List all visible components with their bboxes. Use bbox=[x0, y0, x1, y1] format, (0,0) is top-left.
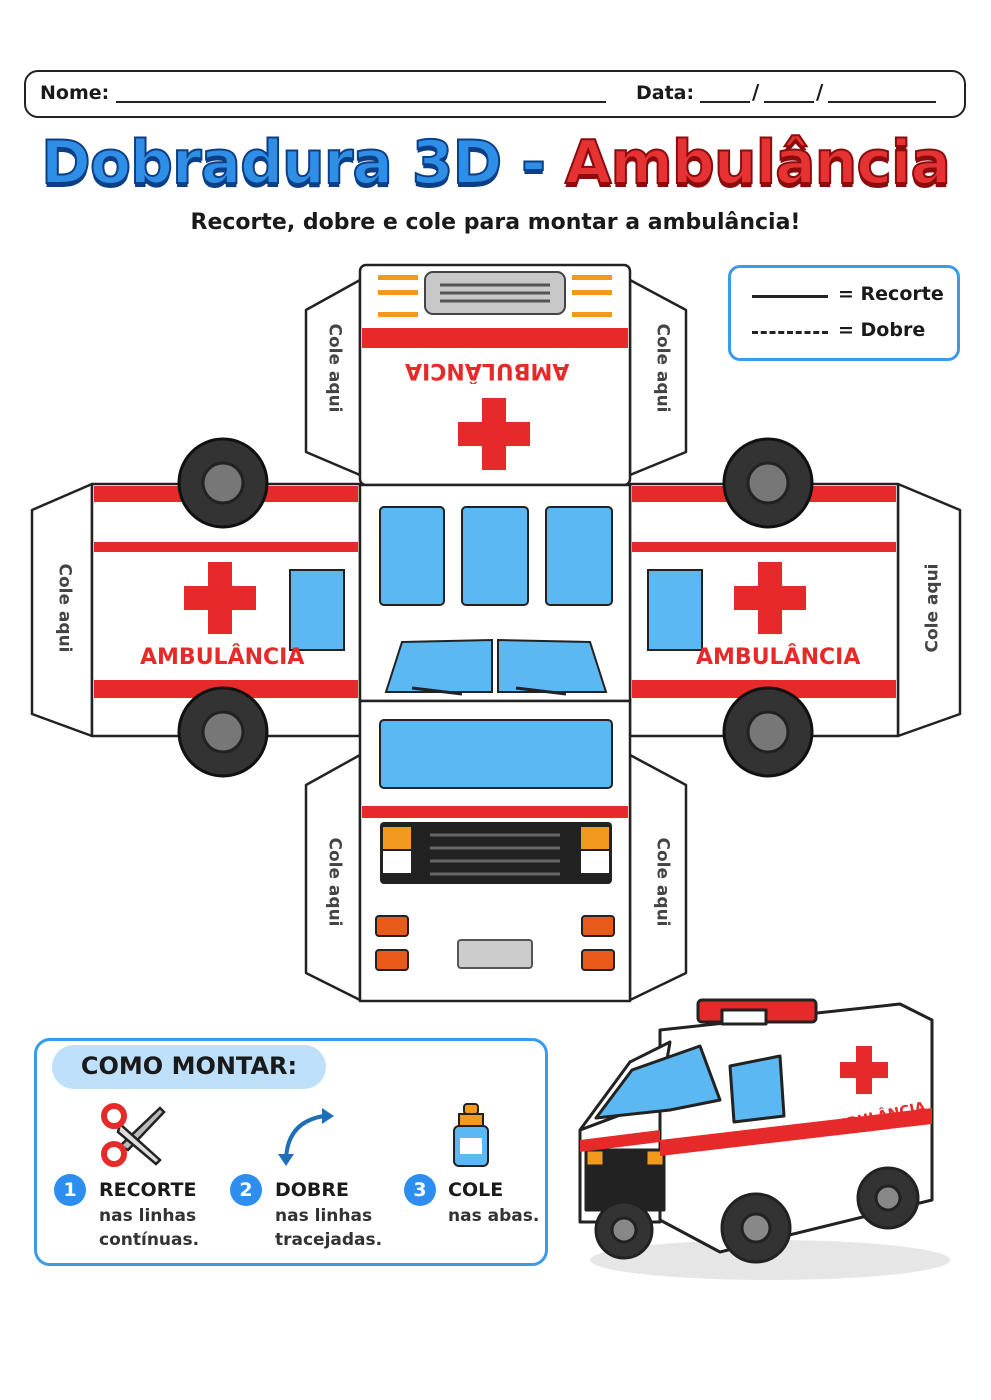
legend-box bbox=[728, 265, 960, 361]
dashed-line-icon bbox=[752, 331, 828, 334]
name-date-box bbox=[24, 70, 966, 118]
date-month-line[interactable] bbox=[764, 101, 814, 103]
date-day-line[interactable] bbox=[700, 101, 750, 103]
curved-arrow-icon bbox=[278, 1108, 334, 1166]
step-2-line-1: nas linhas bbox=[275, 1206, 373, 1226]
date-year-line[interactable] bbox=[828, 101, 936, 103]
roof-ambulance-label: AMBULÂNCIA bbox=[405, 358, 570, 383]
left-side-ambulance-label: AMBULÂNCIA bbox=[140, 645, 305, 670]
red-cross-icon bbox=[458, 398, 530, 470]
red-cross-icon bbox=[184, 562, 256, 634]
solid-line-icon bbox=[752, 295, 828, 298]
legend-fold: = Dobre bbox=[838, 319, 926, 341]
step-1-title: RECORTE bbox=[99, 1179, 197, 1201]
title-part-1: Dobradura 3D bbox=[40, 127, 503, 199]
wheel-icon bbox=[177, 437, 814, 778]
name-field-line[interactable] bbox=[116, 101, 606, 103]
step-1-line-1: nas linhas bbox=[99, 1206, 197, 1226]
glue-tab-label: Cole aqui bbox=[324, 323, 345, 413]
step-3-title: COLE bbox=[448, 1179, 504, 1201]
step-3-line-1: nas abas. bbox=[448, 1206, 540, 1226]
name-label: Nome: bbox=[40, 82, 110, 104]
red-cross-icon bbox=[734, 562, 806, 634]
glue-tab-label: Cole aqui bbox=[652, 837, 673, 927]
date-label: Data: bbox=[636, 82, 695, 104]
step-2-title: DOBRE bbox=[275, 1179, 350, 1201]
instructions-heading: COMO MONTAR: bbox=[80, 1052, 298, 1080]
legend-cut: = Recorte bbox=[838, 283, 944, 305]
step-2-number: 2 bbox=[230, 1174, 262, 1206]
page-title: Dobradura 3D - Ambulância bbox=[0, 127, 991, 199]
subtitle: Recorte, dobre e cole para montar a ambu… bbox=[190, 210, 801, 235]
right-side-ambulance-label: AMBULÂNCIA bbox=[696, 645, 861, 670]
date-slash: / bbox=[752, 80, 760, 104]
title-dash: - bbox=[520, 127, 547, 199]
glue-tab-label: Cole aqui bbox=[54, 563, 75, 653]
glue-tab-label: Cole aqui bbox=[652, 323, 673, 413]
glue-bottle-icon bbox=[453, 1103, 489, 1167]
title-part-2: Ambulância bbox=[564, 127, 952, 199]
step-3-number: 3 bbox=[404, 1174, 436, 1206]
instructions-heading-pill bbox=[52, 1045, 326, 1089]
red-cross-icon bbox=[840, 1046, 888, 1094]
glue-tab-label: Cole aqui bbox=[922, 563, 943, 653]
step-1-number: 1 bbox=[54, 1174, 86, 1206]
date-slash: / bbox=[816, 80, 824, 104]
glue-tab-label: Cole aqui bbox=[324, 837, 345, 927]
step-2-line-2: tracejadas. bbox=[275, 1230, 383, 1250]
step-1-line-2: contínuas. bbox=[99, 1230, 200, 1250]
scissors-icon bbox=[101, 1103, 166, 1167]
instructions-box bbox=[34, 1038, 548, 1266]
assembled-ambulance-illustration bbox=[578, 998, 950, 1280]
